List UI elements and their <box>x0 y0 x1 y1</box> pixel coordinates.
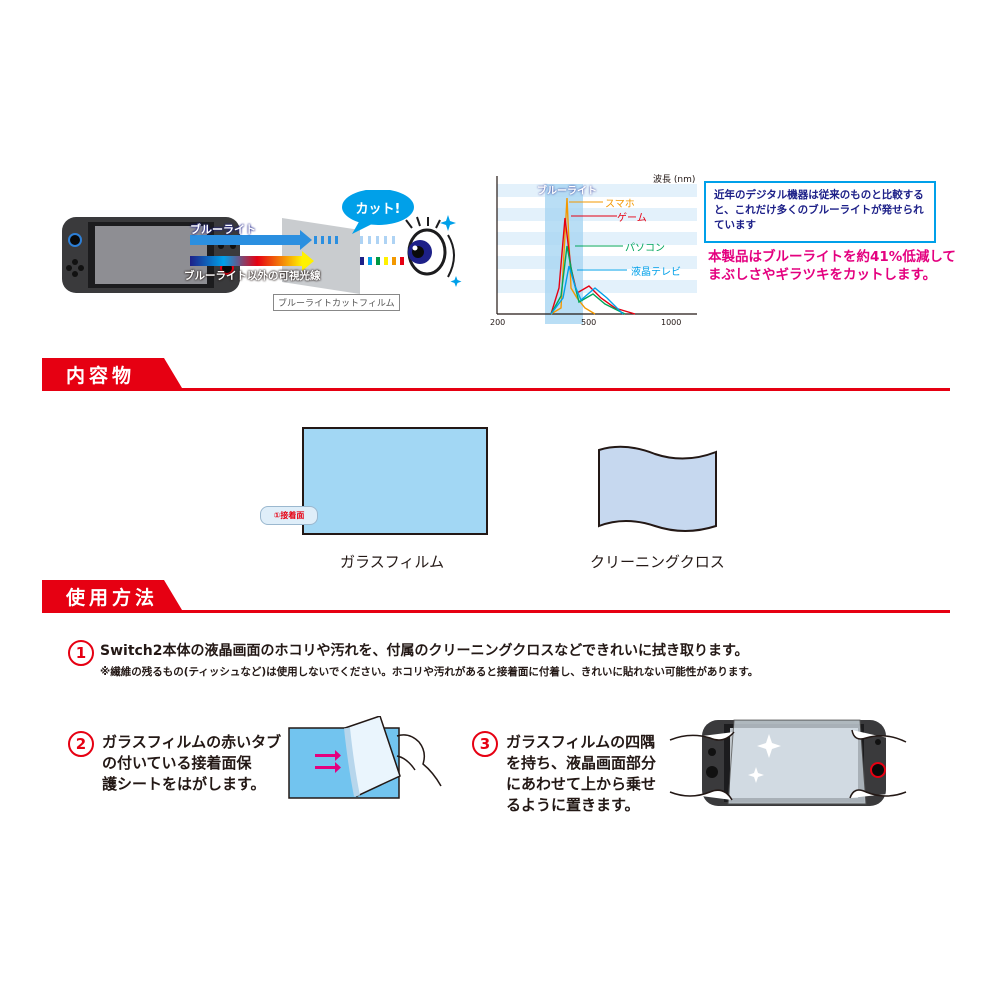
series-label-smartphone: スマホ <box>605 199 635 210</box>
step-1-number: 1 <box>68 640 94 666</box>
step-3-line3: にあわせて上から乗せ <box>506 775 657 793</box>
unit-label: 波長 (nm) <box>653 175 696 185</box>
step-3-line4: るように置きます。 <box>506 796 640 814</box>
step-2-number: 2 <box>68 731 94 757</box>
placement-illustration <box>668 712 908 812</box>
usage-title: 使用方法 <box>66 587 159 609</box>
info-callout: 近年のデジタル機器は従来のものと比較すると、これだけ多くのブルーライトが発せられ… <box>704 181 936 243</box>
step-3-number: 3 <box>472 731 498 757</box>
step-3-line1: ガラスフィルムの四隅 <box>506 733 656 751</box>
contents-header: 内容物 <box>42 358 950 402</box>
glass-film-image <box>302 427 488 535</box>
glass-film-label: ガラスフィルム <box>340 553 445 571</box>
cleaning-cloth-image <box>595 442 720 538</box>
cut-bubble-text: カット! <box>355 202 401 217</box>
tick-1000: 1000 <box>661 318 682 327</box>
contents-title: 内容物 <box>66 365 136 387</box>
highlight-text: 本製品はブルーライトを約41%低減してまぶしさやギラツキをカットします。 <box>708 249 956 283</box>
step-1-note: ※繊維の残るもの(ティッシュなど)は使用しないでください。ホコリや汚れがあると接… <box>100 666 759 678</box>
console-illustration <box>62 189 462 294</box>
band-label: ブルーライト <box>537 186 597 197</box>
step-3-line2: を持ち、液晶画面部分 <box>506 754 657 772</box>
step-2-line2: の付いている接着面保 <box>102 754 252 772</box>
usage-header: 使用方法 <box>42 580 950 624</box>
series-label-pc: パソコン <box>625 243 665 254</box>
step-1-text: Switch2本体の液晶画面のホコリや汚れを、付属のクリーニングクロスなどできれ… <box>100 643 749 659</box>
blue-light-diagram: カット! ブルーライト ブルーライト以外の可視光線 <box>60 189 470 310</box>
peel-illustration <box>285 715 445 800</box>
series-label-game: ゲーム <box>617 213 647 224</box>
film-label: ブルーライトカットフィルム <box>273 294 400 311</box>
step-2-line1: ガラスフィルムの赤いタブ <box>102 733 282 751</box>
tick-200: 200 <box>490 318 506 327</box>
spectrum-chart: 波長 (nm) ブルーライト スマホ ゲーム パソコン 液晶テレビ 200 50… <box>485 168 700 333</box>
adhesive-tag: ①接着面 <box>260 506 318 525</box>
visible-light-label: ブルーライト以外の可視光線 <box>184 270 321 282</box>
step-2-line3: 護シートをはがします。 <box>102 775 266 793</box>
series-label-tv: 液晶テレビ <box>631 267 681 278</box>
blue-light-label: ブルーライト <box>190 223 256 236</box>
tick-500: 500 <box>581 318 597 327</box>
cleaning-cloth-label: クリーニングクロス <box>590 553 725 571</box>
